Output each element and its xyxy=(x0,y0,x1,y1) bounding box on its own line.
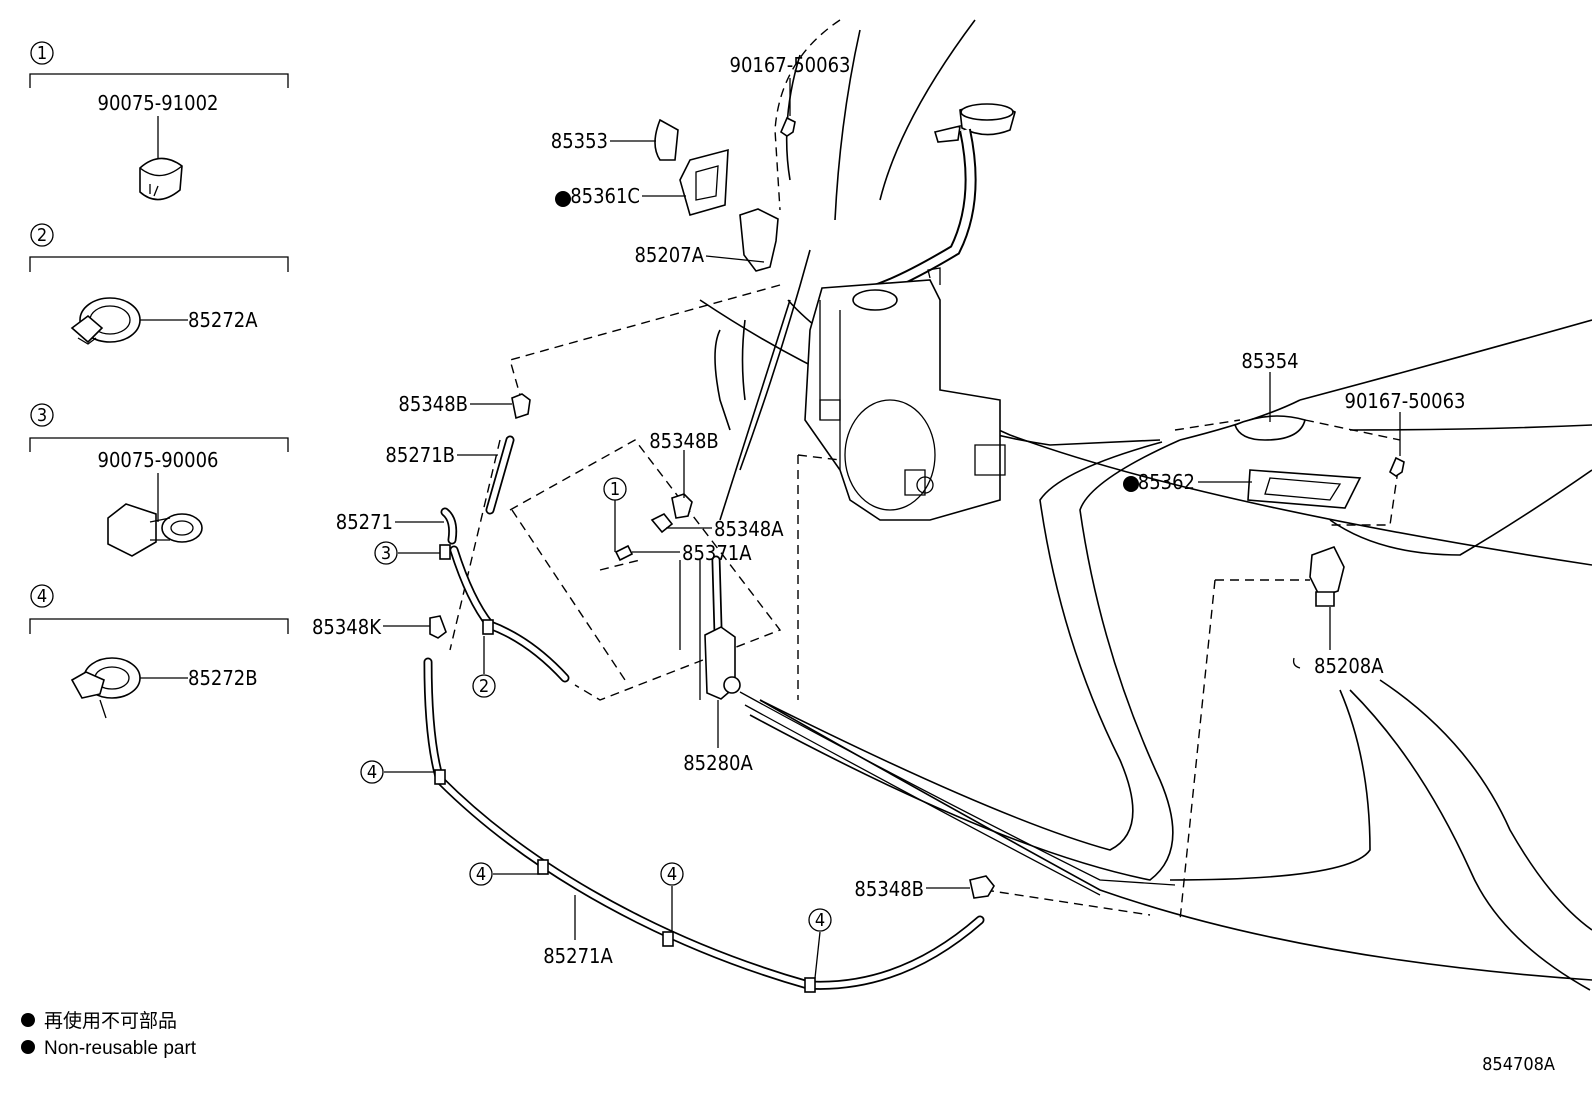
callout-3: 3 xyxy=(374,541,398,565)
vehicle-body-outline xyxy=(699,19,1592,991)
nozzle-85361c xyxy=(679,148,729,216)
label-85208a: 85208A xyxy=(1314,654,1384,678)
label-85348b-mid: 85348B xyxy=(649,429,719,453)
legend-group-3-part: 90075-90006 xyxy=(98,448,219,472)
washer-hoses xyxy=(423,435,1176,990)
label-85361c: 85361C xyxy=(570,184,640,208)
callout-4c: 4 xyxy=(660,862,684,886)
diagram-id: 854708A xyxy=(1482,1054,1555,1075)
legend-group-1-num: 1 xyxy=(37,43,47,64)
leader-lines xyxy=(383,78,1401,979)
clip-90167-right xyxy=(1389,456,1405,477)
hose-clip-icon xyxy=(70,297,141,345)
hose-clip-icon-2 xyxy=(70,657,141,719)
footnote-japanese: 再使用不可部品 xyxy=(44,1010,177,1032)
cover-85362 xyxy=(1247,469,1362,509)
legend-group-4: 4 85272B xyxy=(29,584,289,719)
legend-group-1-part: 90075-91002 xyxy=(98,91,219,115)
assembly-dashed-lines xyxy=(449,19,1401,921)
legend-group-1: 1 90075-91002 xyxy=(29,41,289,201)
connector-85348b-mid xyxy=(671,493,693,519)
small-parts xyxy=(429,116,1405,993)
svg-text:4: 4 xyxy=(476,864,486,885)
callout-2: 2 xyxy=(472,674,496,698)
label-85362: 85362 xyxy=(1138,470,1195,494)
legend-group-2-num: 2 xyxy=(37,225,47,246)
legend-group-3: 3 90075-90006 xyxy=(29,403,289,557)
cap-85353 xyxy=(654,118,679,161)
cap-85354 xyxy=(1234,415,1306,441)
legend-group-3-num: 3 xyxy=(37,405,47,426)
svg-text:4: 4 xyxy=(367,762,377,783)
label-85271: 85271 xyxy=(336,510,393,534)
footnote-english: Non-reusable part xyxy=(44,1038,197,1059)
label-85348a: 85348A xyxy=(714,517,784,541)
connector-85348k xyxy=(429,615,447,639)
label-85353: 85353 xyxy=(551,129,608,153)
nozzle-85207a xyxy=(739,208,779,272)
callout-4b: 4 xyxy=(469,862,493,886)
clip-90167-top xyxy=(780,116,796,137)
clamp-ring-icon xyxy=(139,157,183,201)
svg-text:1: 1 xyxy=(610,479,620,500)
legend-group-2: 2 85272A xyxy=(29,223,289,345)
grommet-85371a xyxy=(614,544,634,562)
label-85348b-bottom: 85348B xyxy=(854,877,924,901)
callout-4a: 4 xyxy=(360,760,384,784)
footnote: 再使用不可部品 Non-reusable part xyxy=(21,1010,197,1059)
label-90167-50063-top: 90167-50063 xyxy=(730,53,851,77)
label-90167-50063-right: 90167-50063 xyxy=(1345,389,1466,413)
label-85271a: 85271A xyxy=(543,944,613,968)
label-85207a: 85207A xyxy=(634,243,704,267)
nozzle-85208a xyxy=(1309,546,1345,598)
svg-text:4: 4 xyxy=(667,864,677,885)
label-85280a: 85280A xyxy=(683,751,753,775)
label-85348k: 85348K xyxy=(312,615,382,639)
legend-group-2-part: 85272A xyxy=(188,308,258,332)
connector-85348b-bottom xyxy=(969,875,995,899)
svg-text:3: 3 xyxy=(381,543,391,564)
callout-circles: 1 2 3 4 4 4 4 xyxy=(360,477,832,932)
callout-4d: 4 xyxy=(808,908,832,932)
connector-85348b-top xyxy=(511,393,531,420)
callout-1: 1 xyxy=(603,477,627,501)
label-85354: 85354 xyxy=(1241,349,1298,373)
part-labels: 90167-50063 85353 85361C 85207A 85348B 8… xyxy=(312,53,1466,968)
label-85271b: 85271B xyxy=(385,443,455,467)
svg-text:4: 4 xyxy=(815,910,825,931)
hose-clamp-bracket-icon xyxy=(107,503,203,557)
washer-tank xyxy=(804,103,1016,521)
legend-group-4-num: 4 xyxy=(37,586,47,607)
connector-85348a xyxy=(650,512,674,534)
non-reusable-marker-2 xyxy=(1123,476,1139,492)
label-85348b-top: 85348B xyxy=(398,392,468,416)
svg-text:2: 2 xyxy=(479,676,489,697)
non-reusable-marker xyxy=(555,191,571,207)
legend-group-4-part: 85272B xyxy=(188,666,258,690)
label-85371a: 85371A xyxy=(682,541,752,565)
